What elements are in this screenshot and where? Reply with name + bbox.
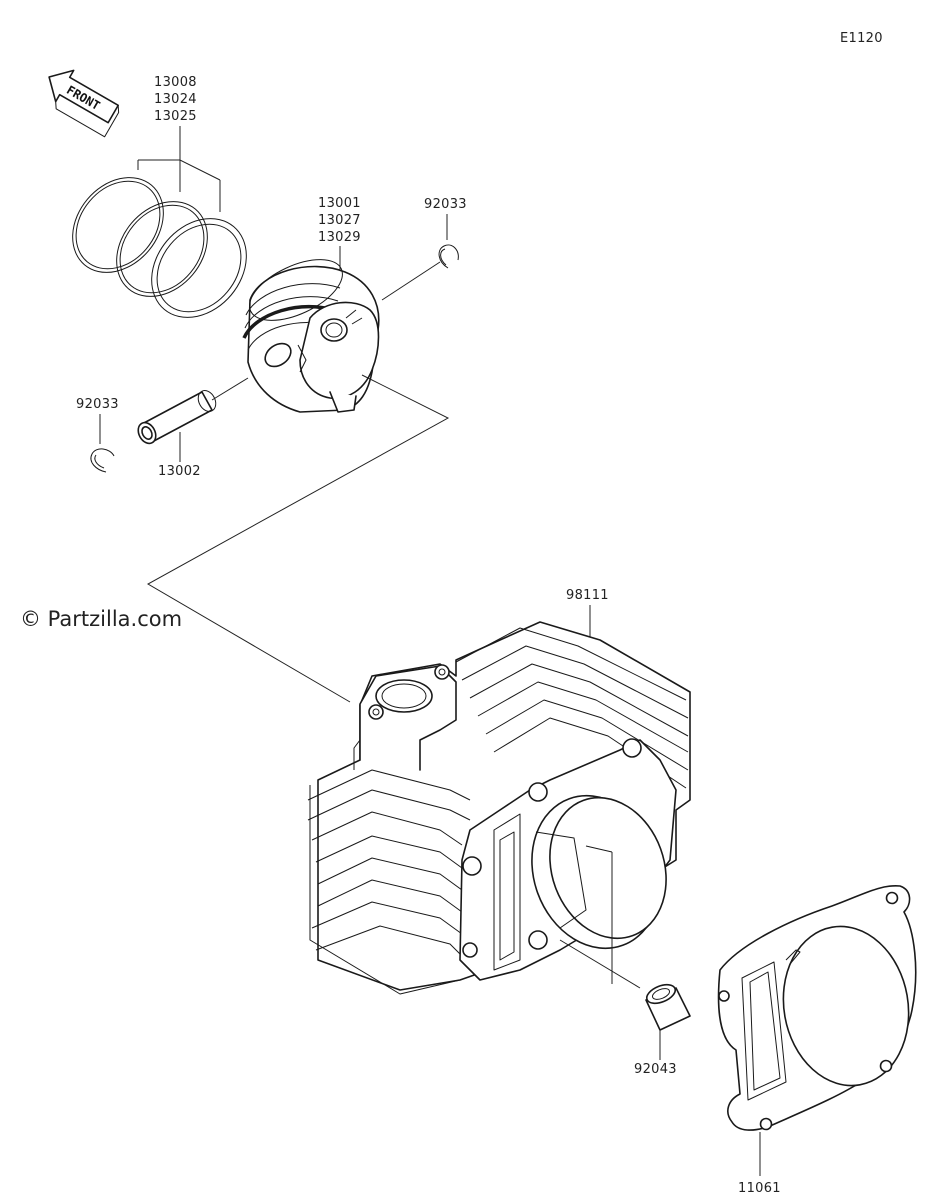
piston-pin-clip-left[interactable]	[90, 448, 115, 473]
callout-label: 92043	[634, 1062, 677, 1077]
callout-label: 13025	[154, 109, 197, 124]
callout-label: 13027	[318, 213, 361, 228]
dowel-pin[interactable]	[644, 981, 691, 1031]
piston-pin-clip-right[interactable]	[438, 244, 459, 269]
callout-label: 98111	[566, 588, 609, 603]
front-arrow-icon: FRONT	[48, 69, 120, 138]
callout-label: 13029	[318, 230, 361, 245]
cylinder-base-gasket[interactable]	[717, 885, 921, 1131]
callout-gasket[interactable]: 11061	[738, 1132, 781, 1196]
callout-label: 13008	[154, 75, 197, 90]
callout-clip-left[interactable]: 92033	[76, 397, 119, 444]
piston-ring-second[interactable]	[98, 183, 226, 314]
callout-pin[interactable]: 13002	[158, 432, 201, 479]
piston-ring-top[interactable]	[54, 159, 182, 290]
callout-label: 13002	[158, 464, 201, 479]
assembly-centerline	[146, 374, 450, 703]
watermark: © Partzilla.com	[20, 607, 182, 631]
callout-cylinder[interactable]: 98111	[566, 588, 609, 638]
callout-label: 13024	[154, 92, 197, 107]
cylinder-block[interactable]	[307, 621, 691, 995]
callout-dowel[interactable]: 92043	[634, 1030, 677, 1077]
diagram-code: E1120	[840, 31, 883, 46]
callout-piston[interactable]: 13001 13027 13029	[318, 196, 361, 278]
piston[interactable]	[241, 247, 380, 413]
callout-label: 11061	[738, 1181, 781, 1196]
dowel-leader	[559, 852, 641, 989]
callout-rings[interactable]: 13008 13024 13025	[137, 75, 221, 212]
piston-pin[interactable]	[135, 377, 249, 446]
callout-clip-right[interactable]: 92033	[381, 197, 467, 301]
callout-label: 92033	[76, 397, 119, 412]
callout-label: 92033	[424, 197, 467, 212]
piston-ring-oil[interactable]	[132, 200, 266, 337]
callout-label: 13001	[318, 196, 361, 211]
